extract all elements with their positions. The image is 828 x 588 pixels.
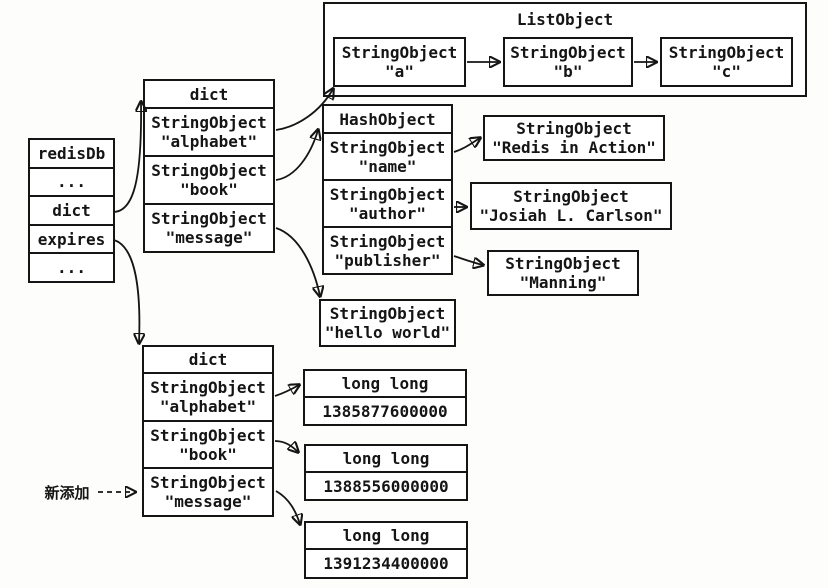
arrow-expires-book-to-timestamp xyxy=(274,440,298,452)
expires-dict-header: dict xyxy=(188,350,228,369)
list-item-c: StringObject "c" xyxy=(660,37,793,87)
timestamp-box-book: long long 1388556000000 xyxy=(304,444,468,501)
new-added-label: 新添加 xyxy=(44,483,90,502)
timestamp-type: long long xyxy=(306,446,466,473)
keyspace-entry-alphabet: StringObject "alphabet" xyxy=(145,107,273,155)
field-value: "author" xyxy=(348,203,427,223)
timestamp-type: long long xyxy=(306,523,466,550)
value-type: StringObject xyxy=(329,304,446,323)
arrow-book-to-hash xyxy=(275,130,318,181)
keyspace-entry-book: StringObject "book" xyxy=(145,155,273,203)
hash-field-name: StringObject "name" xyxy=(324,132,451,179)
value-type: StringObject xyxy=(513,187,629,206)
item-value: "c" xyxy=(712,62,741,81)
timestamp-box-message: long long 1391234400000 xyxy=(304,521,468,579)
arrow-expires-to-expires-dict xyxy=(113,239,139,343)
expires-dict-box: dict StringObject "alphabet" StringObjec… xyxy=(142,345,274,517)
field-value: "name" xyxy=(358,156,417,176)
value-text: "Redis in Action" xyxy=(492,138,656,157)
hash-field-author: StringObject "author" xyxy=(324,179,451,226)
item-type: StringObject xyxy=(341,43,458,62)
arrow-dict-to-keyspace xyxy=(113,102,141,213)
value-text: "Josiah L. Carlson" xyxy=(479,206,663,225)
list-item-a: StringObject "a" xyxy=(333,37,466,87)
item-value: "b" xyxy=(553,62,583,81)
entry-value: "alphabet" xyxy=(160,132,258,151)
arrow-expires-alphabet-to-timestamp xyxy=(274,385,299,397)
expires-entry-alphabet: StringObject "alphabet" xyxy=(144,372,272,420)
keyspace-dict-header: dict xyxy=(189,84,229,104)
value-text: "Manning" xyxy=(519,273,607,292)
entry-type: StringObject xyxy=(150,473,266,493)
value-redis-in-action: StringObject "Redis in Action" xyxy=(483,115,665,161)
item-value: "a" xyxy=(385,62,414,81)
list-item-b: StringObject "b" xyxy=(503,37,633,87)
keyspace-dict-box: dict StringObject "alphabet" StringObjec… xyxy=(143,79,275,253)
field-type: StringObject xyxy=(329,184,446,204)
arrow-name-to-value xyxy=(453,138,480,153)
timestamp-value: 1391234400000 xyxy=(323,554,449,573)
redisdb-box: redisDb ... dict expires ... xyxy=(28,138,115,283)
entry-value: "message" xyxy=(164,492,252,512)
value-type: StringObject xyxy=(516,119,632,138)
redisdb-row-dict: dict xyxy=(30,195,113,224)
item-type: StringObject xyxy=(668,43,785,62)
entry-type: StringObject xyxy=(151,113,267,132)
value-type: StringObject xyxy=(505,254,621,273)
arrow-message-to-hello-world xyxy=(275,227,320,296)
timestamp-value: 1388556000000 xyxy=(323,476,449,496)
hash-object-box: HashObject StringObject "name" StringObj… xyxy=(322,104,453,275)
hash-field-publisher: StringObject "publisher" xyxy=(324,226,451,273)
redisdb-row-expires: expires xyxy=(30,223,113,253)
redisdb-row-title: redisDb xyxy=(37,143,106,163)
entry-type: StringObject xyxy=(150,425,266,445)
timestamp-box-alphabet: long long 1385877600000 xyxy=(303,369,467,426)
redisdb-row-ellipsis-1: ... xyxy=(30,166,113,196)
entry-value: "alphabet" xyxy=(159,396,257,416)
entry-value: "message" xyxy=(165,228,253,247)
value-text: "hello world" xyxy=(324,323,451,342)
hash-object-header: HashObject xyxy=(339,109,436,129)
expires-entry-message: StringObject "message" xyxy=(144,467,272,515)
arrow-publisher-to-value xyxy=(453,255,483,265)
redisdb-row-ellipsis-2: ... xyxy=(30,252,113,281)
field-value: "publisher" xyxy=(334,250,441,270)
entry-type: StringObject xyxy=(151,209,267,228)
value-hello-world: StringObject "hello world" xyxy=(319,299,456,347)
timestamp-type: long long xyxy=(305,371,465,398)
arrow-expires-message-to-timestamp xyxy=(275,490,300,524)
field-type: StringObject xyxy=(329,137,446,157)
item-type: StringObject xyxy=(510,43,626,62)
value-josiah-carlson: StringObject "Josiah L. Carlson" xyxy=(470,182,672,230)
entry-type: StringObject xyxy=(150,377,266,397)
expires-entry-book: StringObject "book" xyxy=(144,419,272,468)
list-object-header: ListObject xyxy=(516,9,614,29)
value-manning: StringObject "Manning" xyxy=(487,250,639,296)
timestamp-value: 1385877600000 xyxy=(322,401,448,421)
entry-type: StringObject xyxy=(151,161,267,180)
field-type: StringObject xyxy=(329,231,446,251)
entry-value: "book" xyxy=(180,180,238,199)
entry-value: "book" xyxy=(179,444,237,464)
keyspace-entry-message: StringObject "message" xyxy=(145,203,273,251)
